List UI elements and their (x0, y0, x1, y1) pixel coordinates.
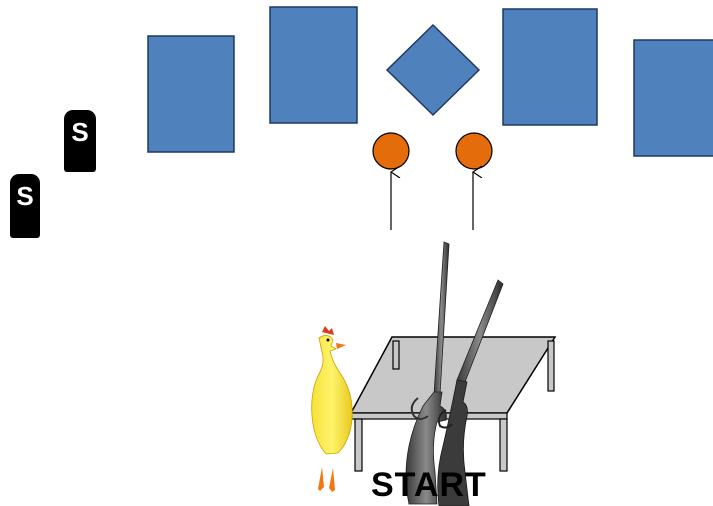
targets (147, 6, 713, 157)
target-rect-1 (147, 35, 235, 153)
s-marker-lower: S (10, 174, 40, 238)
shotgun-icon (437, 279, 504, 506)
start-label: START (371, 466, 487, 504)
shot-circles (372, 132, 493, 170)
rubber-chicken-icon (311, 326, 353, 492)
target-diamond (385, 23, 481, 117)
shot-circle-left (372, 132, 410, 170)
shot-circle-right (455, 132, 493, 170)
target-rect-4 (633, 39, 713, 157)
s-marker-upper: S (64, 110, 96, 172)
rifle-icon (405, 241, 450, 505)
arrows (391, 172, 473, 230)
s-marker-letter: S (71, 117, 89, 147)
target-rect-3 (502, 8, 598, 126)
s-marker-letter: S (16, 181, 34, 211)
target-rect-2 (269, 6, 358, 124)
